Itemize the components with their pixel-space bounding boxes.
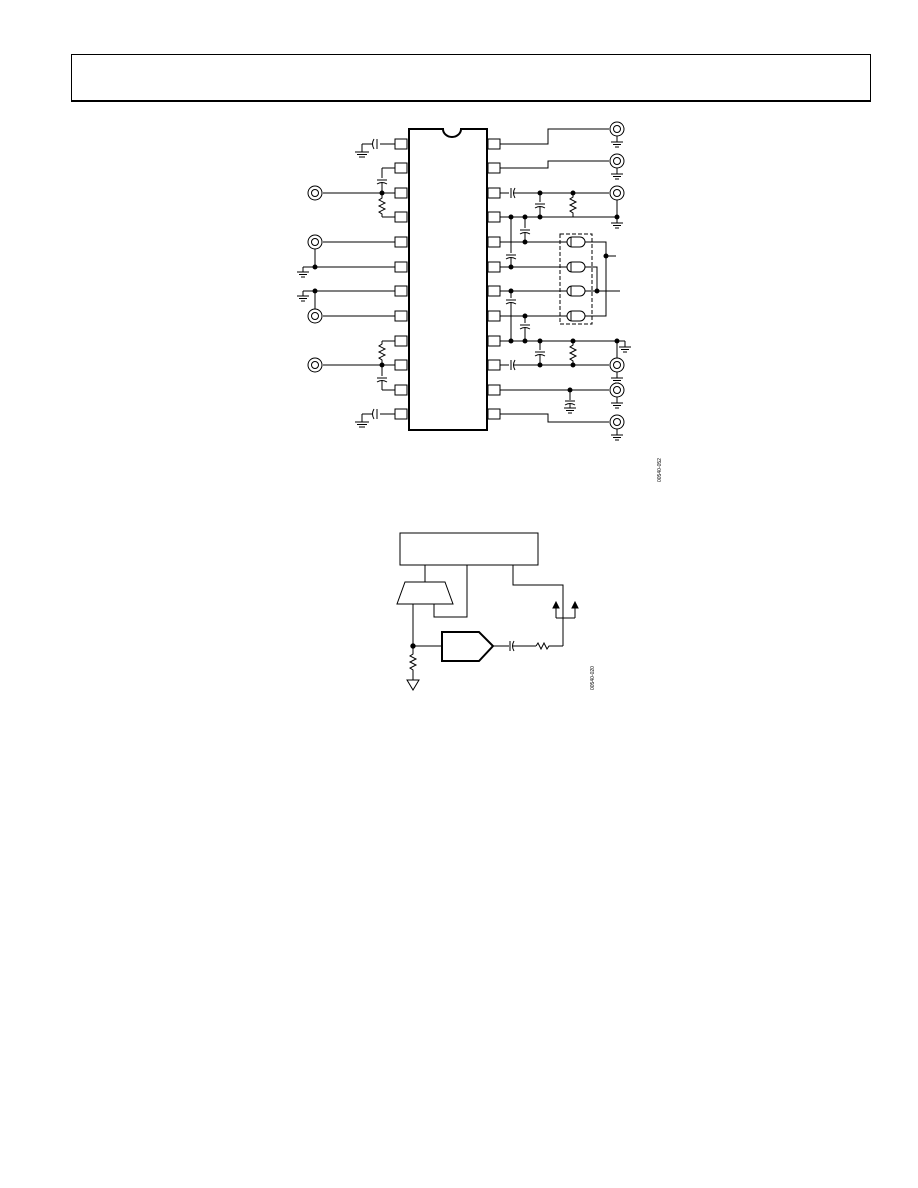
- ferrite-beads: [567, 237, 585, 321]
- control-block: [400, 533, 538, 565]
- right-pins: [488, 139, 500, 419]
- right-wiring: [500, 122, 631, 440]
- page-header-frame: [71, 54, 871, 102]
- figure-1-schematic: [297, 122, 631, 440]
- figure-2-block-diagram: [397, 533, 578, 690]
- figure-2-code: 00540-020: [590, 666, 596, 690]
- left-pins: [395, 139, 407, 419]
- mux-symbol: [397, 582, 453, 604]
- figure-1-code: 00540-052: [657, 458, 663, 482]
- buffer-symbol: [442, 632, 493, 661]
- ic-package: [409, 129, 487, 430]
- left-wiring: [297, 139, 395, 427]
